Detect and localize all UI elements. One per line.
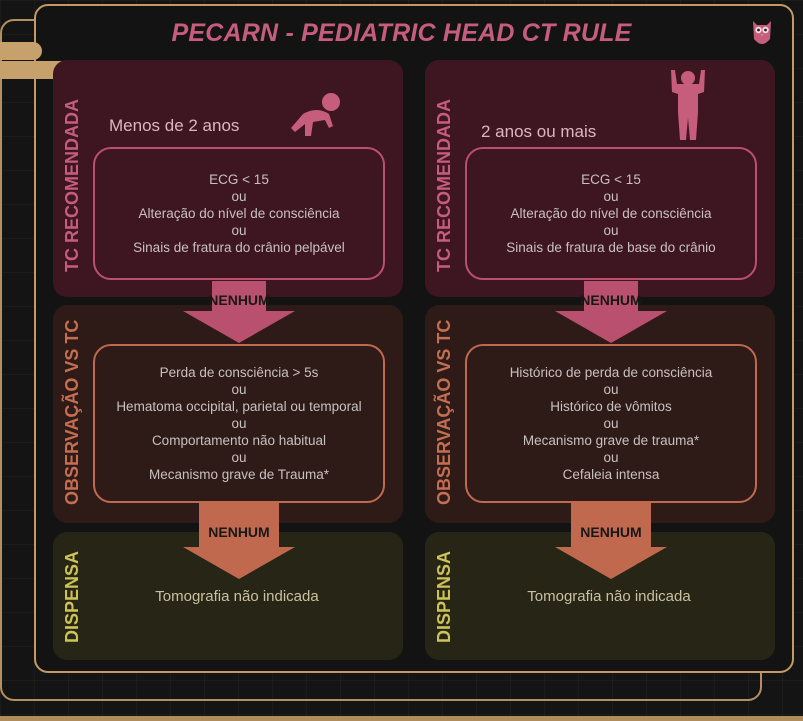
section-label-recommended: TC RECOMENDADA bbox=[434, 99, 454, 272]
criterion: Mecanismo grave de Trauma* bbox=[148, 467, 330, 482]
section-label-dispensa: DISPENSA bbox=[434, 550, 454, 643]
criterion: Comportamento não habitual bbox=[151, 433, 327, 448]
observation-criteria-box: Histórico de perda de consciência ou His… bbox=[465, 344, 757, 503]
age-group-label: 2 anos ou mais bbox=[481, 122, 597, 141]
criterion: Cefaleia intensa bbox=[562, 467, 660, 482]
criterion: Mecanismo grave de trauma* bbox=[522, 433, 700, 448]
arrow-label: NENHUM bbox=[580, 292, 642, 308]
criterion: ECG < 15 bbox=[581, 172, 641, 187]
criterion-or: ou bbox=[603, 223, 619, 238]
observation-criteria-box: Perda de consciência > 5s ou Hematoma oc… bbox=[93, 344, 385, 503]
bottom-bar bbox=[0, 716, 803, 721]
criterion-or: ou bbox=[603, 416, 619, 431]
criterion-or: ou bbox=[603, 189, 619, 204]
recommended-criteria-box: ECG < 15 ou Alteração do nível de consci… bbox=[93, 147, 385, 280]
frame-tab bbox=[0, 61, 70, 79]
criterion-or: ou bbox=[231, 382, 247, 397]
criterion-or: ou bbox=[231, 189, 247, 204]
criterion: Histórico de perda de consciência bbox=[509, 365, 713, 380]
criterion: Sinais de fratura do crânio pelpável bbox=[133, 240, 345, 255]
criterion: Alteração do nível de consciência bbox=[510, 206, 712, 221]
page-title: PECARN - PEDIATRIC HEAD CT RULE bbox=[171, 19, 632, 47]
arrow-label: NENHUM bbox=[580, 524, 642, 540]
criterion: Sinais de fratura de base do crânio bbox=[506, 240, 716, 255]
criterion: ECG < 15 bbox=[209, 172, 269, 187]
criterion-or: ou bbox=[231, 416, 247, 431]
flow-arrow bbox=[183, 281, 295, 343]
section-label-observation: OBSERVAÇÃO VS TC bbox=[434, 319, 454, 505]
dispensa-result: Tomografia não indicada bbox=[527, 588, 691, 605]
observation-panel-right bbox=[425, 305, 775, 523]
arrow-label: NENHUM bbox=[208, 524, 270, 540]
recommended-criteria-box: ECG < 15 ou Alteração do nível de consci… bbox=[465, 147, 757, 280]
dispensa-result: Tomografia não indicada bbox=[155, 588, 319, 605]
section-label-observation: OBSERVAÇÃO VS TC bbox=[62, 319, 82, 505]
criterion-or: ou bbox=[231, 450, 247, 465]
criterion-or: ou bbox=[603, 450, 619, 465]
child-standing-icon bbox=[671, 70, 705, 140]
frame-tab bbox=[0, 42, 42, 60]
section-label-recommended: TC RECOMENDADA bbox=[62, 99, 82, 272]
criterion-or: ou bbox=[603, 382, 619, 397]
recommended-panel-left bbox=[53, 60, 403, 297]
flow-arrow bbox=[555, 281, 667, 343]
owl-logo-icon bbox=[753, 21, 771, 44]
observation-panel-left bbox=[53, 305, 403, 523]
flow-arrow bbox=[555, 503, 667, 579]
criterion: Histórico de vômitos bbox=[550, 399, 672, 414]
criterion: Hematoma occipital, parietal ou temporal bbox=[116, 399, 362, 414]
crawling-baby-icon bbox=[291, 93, 340, 136]
arrow-label: NENHUM bbox=[208, 292, 270, 308]
age-group-label: Menos de 2 anos bbox=[109, 116, 240, 135]
criterion: Perda de consciência > 5s bbox=[159, 365, 319, 380]
section-label-dispensa: DISPENSA bbox=[62, 550, 82, 643]
criterion-or: ou bbox=[231, 223, 247, 238]
criterion: Alteração do nível de consciência bbox=[138, 206, 340, 221]
flow-arrow bbox=[183, 503, 295, 579]
recommended-panel-right bbox=[425, 60, 775, 297]
